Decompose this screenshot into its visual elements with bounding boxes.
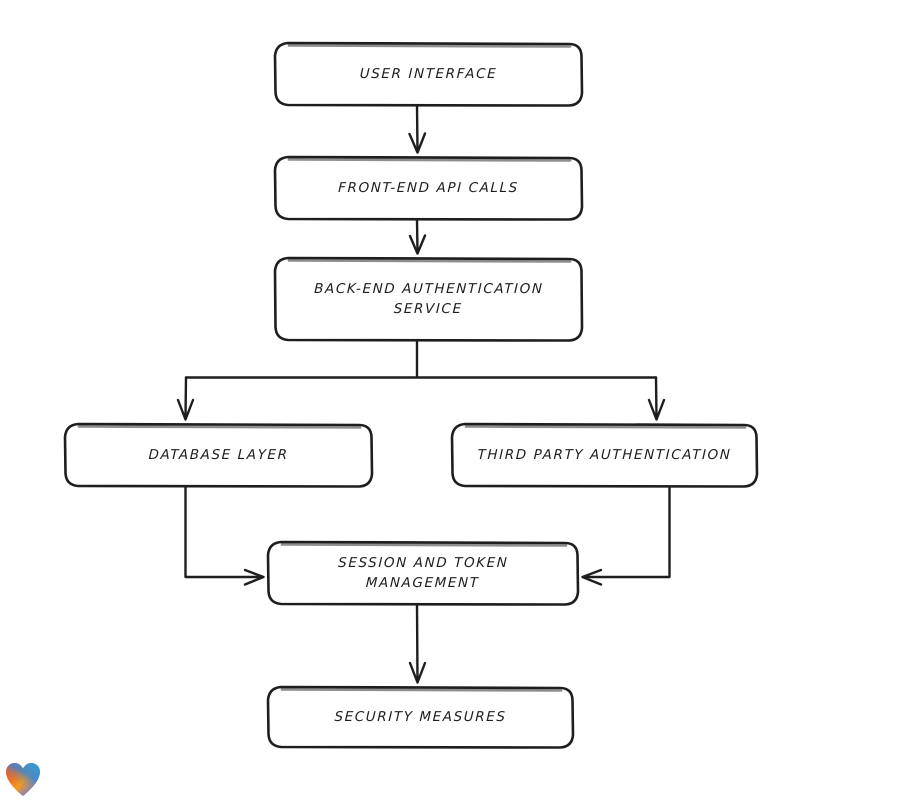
edge-user-interface-to-front-end-api-calls: [408, 104, 427, 154]
node-session-and-token-management[interactable]: [266, 540, 580, 606]
node-third-party-authentication[interactable]: [450, 422, 759, 488]
node-front-end-api-calls[interactable]: [273, 155, 584, 221]
edge-database-layer-to-session: [184, 485, 265, 586]
heart-icon: [6, 763, 40, 796]
edge-front-end-api-calls-to-back-end-authentication-service: [408, 218, 427, 255]
node-user-interface[interactable]: [273, 41, 584, 107]
edge-third-party-authentication-to-session: [581, 485, 671, 586]
edge-back-end-to-branch-bar: [184, 339, 658, 379]
edge-branch-to-third-party-authentication: [647, 376, 666, 421]
node-security-measures[interactable]: [266, 685, 575, 749]
node-back-end-authentication-service[interactable]: [273, 256, 584, 342]
edge-branch-to-database-layer: [176, 376, 195, 421]
node-database-layer[interactable]: [63, 422, 374, 488]
edge-session-to-security-measures: [408, 603, 427, 684]
